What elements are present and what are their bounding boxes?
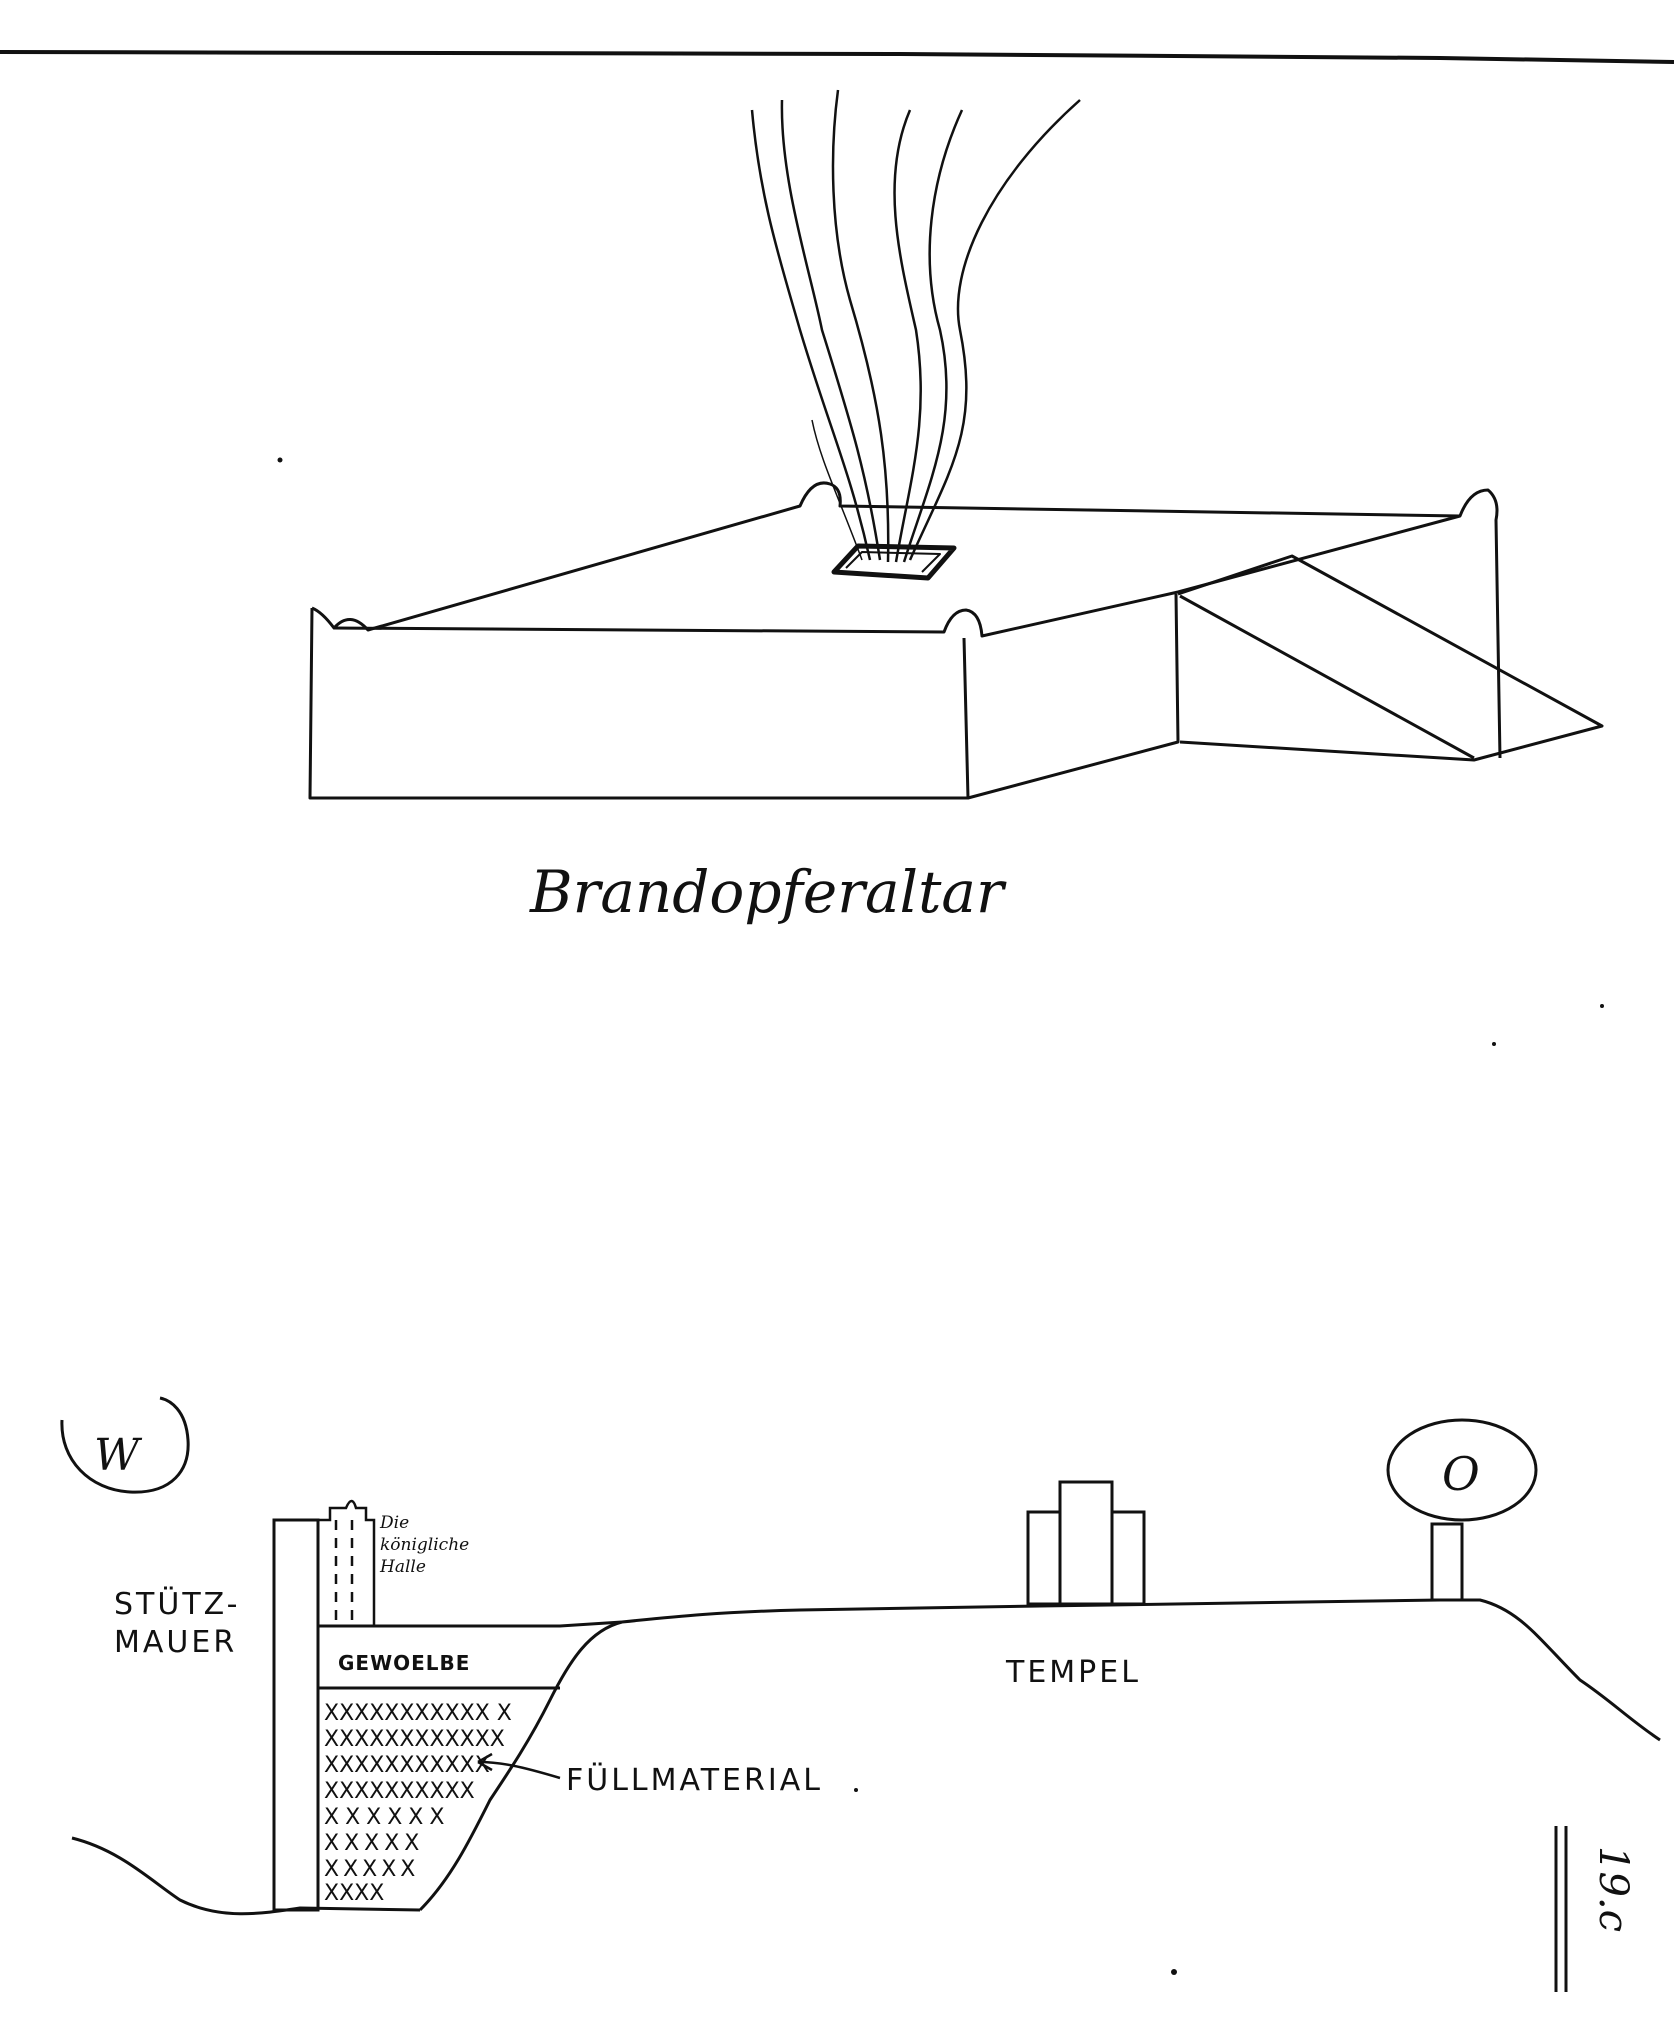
smoke-plumes — [750, 89, 1081, 563]
altar-front-face — [308, 607, 970, 800]
altar-right-face — [967, 593, 1180, 800]
temple-label: TEMPEL — [1005, 1655, 1141, 1690]
svg-text:XXXX: XXXX — [324, 1881, 384, 1906]
svg-text:XXXXXXXXXX: XXXXXXXXXX — [324, 1779, 475, 1804]
altar-ramp — [1177, 554, 1604, 762]
royal-hall-label-2: königliche — [380, 1535, 469, 1555]
hill-profile — [318, 1598, 1661, 1742]
page-top-rule — [0, 50, 1674, 64]
fill-material-region: XXXXXXXXXXX X XXXXXXXXXXXX XXXXXXXXXXX X… — [324, 1701, 512, 1906]
compass-east-label: O — [1442, 1447, 1480, 1501]
terrain — [71, 1598, 1661, 1916]
royal-hall-label-3: Halle — [379, 1557, 426, 1577]
altar-fire-pit — [831, 543, 957, 581]
altar-caption: Brandopferaltar — [529, 858, 1007, 926]
altar-ramp-ridge — [1179, 594, 1475, 760]
ground-left — [71, 1836, 421, 1916]
svg-text:XXXXX: XXXXX — [324, 1831, 424, 1856]
fill-pointer — [477, 1760, 561, 1780]
vault-label: GEWOELBE — [338, 1651, 470, 1675]
compass-west: W — [60, 1396, 190, 1494]
vault — [316, 1626, 560, 1690]
stuetz-label-2: MAUER — [114, 1625, 237, 1660]
fill-material-label: FÜLLMATERIAL — [566, 1762, 823, 1798]
east-structure — [1430, 1522, 1464, 1602]
royal-hall — [318, 1499, 376, 1626]
hill-slope — [418, 1620, 623, 1912]
svg-text:XXXXXXXXXXXX: XXXXXXXXXXXX — [324, 1727, 505, 1752]
scan-specks — [277, 457, 1604, 1975]
page-number-mark: 19.c — [1554, 1826, 1636, 1992]
altar-drawing — [308, 481, 1604, 800]
svg-text:XXXXXXXXXXX X: XXXXXXXXXXX X — [324, 1701, 512, 1726]
retaining-wall — [272, 1518, 320, 1912]
compass-west-label: W — [94, 1430, 143, 1481]
temple-building — [1026, 1480, 1146, 1606]
royal-hall-label-1: Die — [379, 1513, 409, 1533]
altar-top-outline — [311, 481, 1502, 759]
svg-text:XXXXX: XXXXX — [324, 1857, 419, 1882]
page-number: 19.c — [1590, 1846, 1636, 1932]
stuetz-label-1: STÜTZ- — [114, 1586, 241, 1622]
svg-text:XXXXXXXXXXX: XXXXXXXXXXX — [324, 1753, 490, 1778]
altar-top-front-edge — [333, 514, 1461, 638]
compass-east: O — [1386, 1418, 1538, 1522]
svg-text:XXXXXX: XXXXXX — [324, 1805, 450, 1830]
